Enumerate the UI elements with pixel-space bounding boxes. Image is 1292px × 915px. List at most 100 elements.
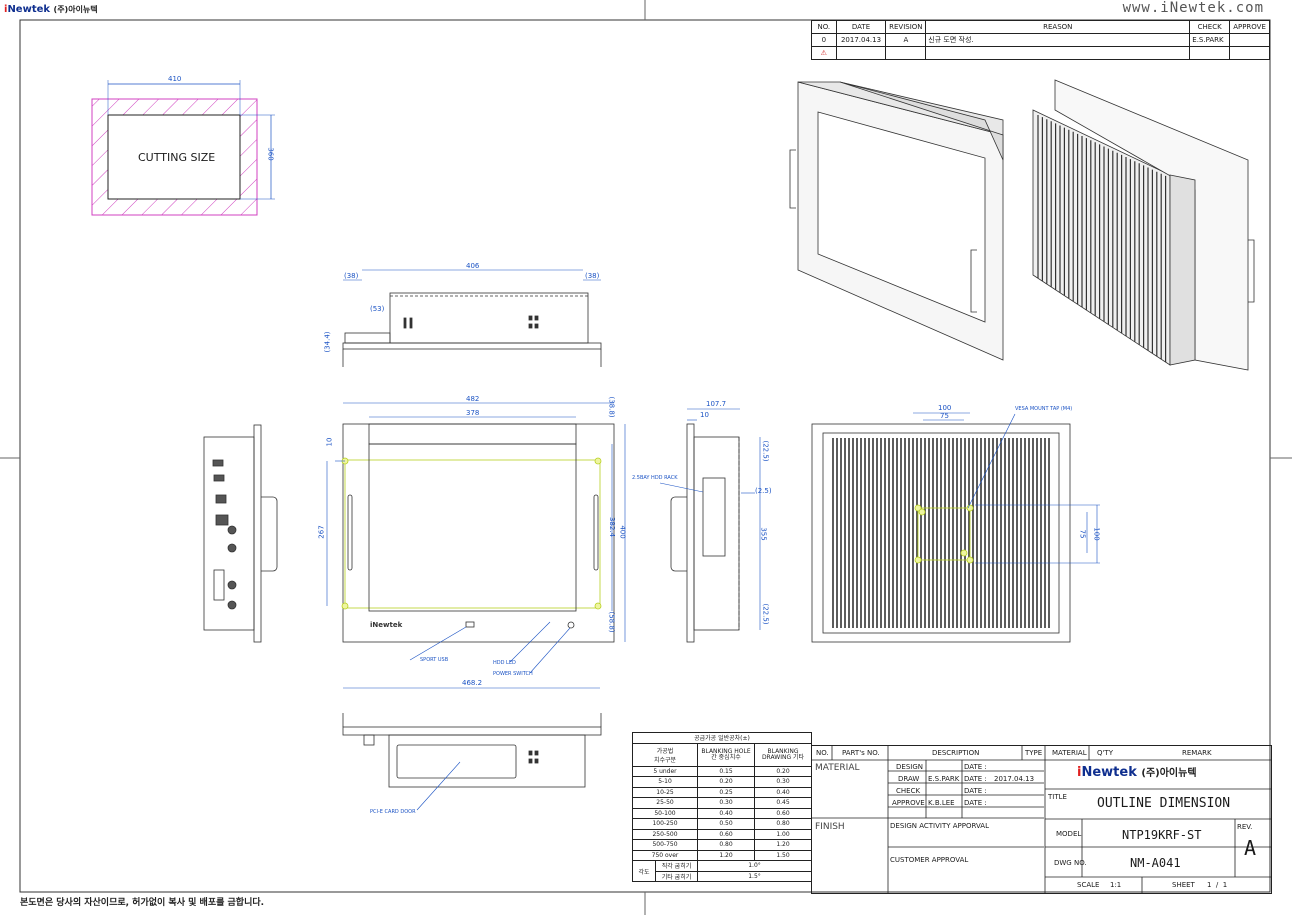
tb-model: NTP19KRF-ST: [1122, 828, 1202, 842]
dim-34: (34.4): [323, 331, 332, 353]
tol-angle-label: 각도: [632, 860, 656, 882]
dim-10-side: 10: [700, 411, 709, 419]
tb-draw: DRAW: [898, 775, 920, 783]
tb-design: DESIGN: [896, 763, 923, 771]
dim-58-8: (58.8): [607, 611, 616, 633]
top-view: [342, 269, 602, 367]
tb-scale-label: SCALE: [1077, 881, 1100, 889]
cutting-size-label: CUTTING SIZE: [138, 151, 216, 164]
tb-date-check: DATE :: [964, 787, 987, 795]
website-url: www.iNewtek.com: [1122, 0, 1264, 16]
tb-sheet: 1 / 1: [1207, 881, 1228, 889]
iso-rear-view: [1032, 79, 1255, 371]
dim-107-7: 107.7: [706, 400, 727, 408]
tb-date-draw: 2017.04.13: [994, 775, 1035, 783]
bottom-view: [342, 713, 602, 811]
rear-view: [811, 412, 1100, 643]
title-block-grid: [812, 746, 1271, 893]
label-power-switch: POWER SWITCH: [493, 671, 533, 677]
tol-col3: BLANKING DRAWING 기타: [754, 742, 812, 767]
dim-22-5-top: (22.5): [761, 440, 770, 462]
rev-cell: 2017.04.13: [835, 33, 887, 47]
right-side-view: [659, 408, 761, 643]
rev-col-no: NO.: [811, 20, 837, 34]
dim-100-h: 100: [938, 404, 952, 412]
rev-cell: [1229, 46, 1270, 60]
tol-cell: 1.50: [754, 849, 812, 861]
tb-model-label: MODEL: [1056, 830, 1082, 838]
rev-cell: [925, 46, 1191, 60]
tol-cell: 0.60: [697, 828, 755, 840]
rev-cell: A: [885, 33, 927, 47]
rev-col-reason: REASON: [925, 20, 1191, 34]
tb-logo-korean: (주)아이뉴텍: [1141, 768, 1197, 779]
front-brand-logo: iNewtek: [370, 621, 403, 629]
dim-cutting-height: 360: [266, 147, 275, 161]
tol-col1: 가공법: [656, 747, 674, 755]
tol-cell: 0.60: [754, 807, 812, 819]
tol-cell: 0.50: [697, 818, 755, 830]
logo-name: Newtek: [7, 4, 51, 15]
dim-cutting-width: 410: [168, 75, 182, 83]
iso-front-view: [789, 81, 1004, 361]
dim-53: (53): [370, 305, 385, 313]
tol-angle-value: 1.5°: [697, 870, 812, 882]
tb-title-label: TITLE: [1048, 793, 1067, 801]
tol-cell: 0.40: [697, 807, 755, 819]
tb-finish: FINISH: [815, 822, 845, 832]
warning-icon: ⚠: [811, 46, 837, 60]
tb-col-material: MATERIAL: [1052, 749, 1087, 757]
dim-75-v: 75: [1078, 529, 1087, 539]
tb-approve: APPROVE: [892, 799, 925, 807]
table-row: 0 2017.04.13 A 신규 도면 작성. E.S.PARK: [811, 33, 1270, 47]
tb-logo: iNewtek (주)아이뉴텍: [1077, 764, 1197, 780]
dim-355: 355: [759, 527, 768, 541]
tb-draw-name: E.S.PARK: [928, 775, 960, 783]
dim-482: 482: [466, 395, 480, 403]
dim-75-h: 75: [940, 412, 949, 420]
tb-logo-name: Newtek: [1081, 765, 1137, 780]
tb-customer-approval: CUSTOMER APPROVAL: [890, 856, 969, 864]
tol-cell: 0.20: [754, 765, 812, 777]
tol-cell: 50-100: [632, 807, 698, 819]
label-hdd-led: HDD LED: [493, 660, 516, 666]
front-view: [326, 402, 626, 689]
dim-468-2: 468.2: [462, 679, 483, 687]
tol-cell: 1.20: [697, 849, 755, 861]
tol-cell: 0.80: [754, 818, 812, 830]
tb-date-design: DATE :: [964, 763, 987, 771]
dim-38-8: (38.8): [607, 396, 616, 418]
rev-cell: [1229, 33, 1270, 47]
tb-check: CHECK: [896, 787, 921, 795]
label-hdd-rack: 2.5BAY HDD RACK: [632, 475, 678, 481]
cutting-size-view: [91, 80, 275, 216]
dim-2-5: (2.5): [755, 487, 772, 495]
header-logo: iNewtek (주)아이뉴텍: [4, 4, 98, 15]
tol-cell: 0.25: [697, 786, 755, 798]
dim-100-v: 100: [1092, 527, 1101, 541]
logo-prefix: i: [4, 4, 8, 15]
rev-cell: 신규 도면 작성.: [925, 33, 1191, 47]
tol-cell: 5 under: [632, 765, 698, 777]
tb-date-draw-label: DATE :: [964, 775, 987, 783]
tb-title: OUTLINE DIMENSION: [1097, 796, 1231, 811]
left-side-view: [203, 424, 278, 643]
rev-col-approve: APPROVE: [1229, 20, 1270, 34]
dim-38-left: (38): [344, 272, 359, 280]
label-sport-usb: SPORT USB: [420, 657, 449, 663]
tol-cell: 0.15: [697, 765, 755, 777]
revision-header-row: NO. DATE REVISION REASON CHECK APPROVE: [811, 20, 1270, 34]
tb-sheet-label: SHEET: [1172, 881, 1195, 889]
footer-note: 본도면은 당사의 자산이므로, 허가없이 복사 및 배포를 금합니다.: [20, 898, 265, 908]
tb-material: MATERIAL: [815, 763, 860, 773]
tb-logo-prefix: i: [1077, 765, 1082, 780]
title-block: NO. PART's NO. DESCRIPTION TYPE MATERIAL…: [811, 745, 1272, 894]
